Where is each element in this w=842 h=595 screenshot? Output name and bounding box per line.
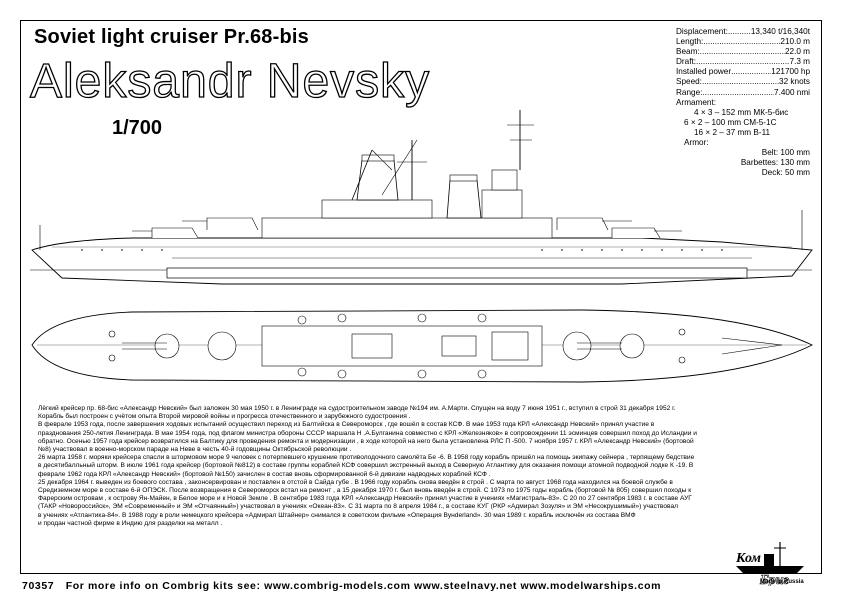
combrig-logo: Ком Бриг bbox=[735, 542, 804, 586]
spec-displacement: Displacement:13,340 t/16,340t bbox=[676, 27, 810, 37]
history-paragraph: 25 декабря 1964 г. выведен из боевого со… bbox=[38, 478, 673, 486]
spec-barbettes: Barbettes: 130 mm bbox=[740, 158, 810, 168]
ship-logo-icon bbox=[736, 542, 804, 574]
ship-drawings bbox=[30, 110, 814, 383]
history-paragraph: Средиземном море в составе 6-й ОПЭСК. По… bbox=[38, 487, 692, 495]
scale-label: 1/700 bbox=[112, 117, 163, 139]
history-paragraph: В феврале 1953 года, после завершения хо… bbox=[38, 421, 655, 429]
kit-code: 70357 bbox=[22, 580, 55, 592]
history-paragraph: феврале 1962 года КРЛ «Александр Невский… bbox=[38, 470, 491, 478]
made-in-label: Made in Russia bbox=[760, 579, 804, 585]
subtitle: Soviet light cruiser Pr.68-bis bbox=[34, 26, 309, 48]
deck-plan-drawing bbox=[31, 309, 814, 383]
history-text: Лёгкий крейсер пр. 68-бис «Александр Нев… bbox=[30, 405, 808, 528]
ship-name-title: Aleksandr Nevsky bbox=[29, 54, 431, 108]
footer-info: 70357 For more info on Combrig kits see:… bbox=[22, 580, 722, 592]
history-paragraph: Корабль был построен с учётом опыта Втор… bbox=[38, 413, 411, 421]
specs-table: Displacement:13,340 t/16,340t Length:210… bbox=[676, 27, 810, 178]
logo-text-bottom: Бриг bbox=[759, 573, 789, 586]
logo-text-top: Ком bbox=[735, 551, 761, 566]
spec-deck: Deck: 50 mm bbox=[761, 168, 810, 178]
history-paragraph: Лёгкий крейсер пр. 68-бис «Александр Нев… bbox=[38, 405, 676, 412]
spec-power: Installed power121700 hp bbox=[676, 67, 810, 77]
spec-length: Length:210.0 m bbox=[676, 37, 810, 47]
spec-armament-label: Armament: bbox=[676, 97, 717, 107]
spec-armament-1: 4 × 3 – 152 mm МК-5-бис bbox=[694, 107, 789, 117]
spec-armament-2: 6 × 2 – 100 mm СМ-5-1С bbox=[684, 117, 777, 127]
spec-beam: Beam:22.0 m bbox=[676, 47, 810, 57]
spec-armor-label: Armor: bbox=[684, 138, 709, 148]
spec-armament-3: 16 × 2 – 37 mm В-11 bbox=[694, 127, 771, 137]
history-paragraph: в учениях «Атлантика-84». В 1988 году в … bbox=[38, 511, 636, 519]
history-paragraph: в десятибалльный шторм. В июле 1961 года… bbox=[38, 462, 694, 470]
side-profile-drawing bbox=[30, 110, 813, 285]
footer-links-text: For more info on Combrig kits see: www.c… bbox=[65, 580, 662, 592]
history-paragraph: празднования 250-летия Ленинграда. В мае… bbox=[38, 429, 697, 437]
history-paragraph: и продан частной фирме в Индию для разде… bbox=[38, 519, 223, 527]
spec-range: Range:7.400 nmi bbox=[676, 88, 810, 98]
history-paragraph: обратно. Осенью 1957 года крейсер возвра… bbox=[38, 437, 694, 445]
drawing-frame bbox=[20, 20, 822, 574]
history-paragraph: №8) участвовал в военно-морском параде н… bbox=[38, 446, 352, 454]
spec-belt: Belt: 100 mm bbox=[761, 148, 810, 158]
spec-speed: Speed:32 knots bbox=[676, 77, 810, 87]
history-paragraph: 26 марта 1958 г. моряки крейсера спасли … bbox=[38, 454, 695, 462]
spec-draft: Draft:7.3 m bbox=[676, 57, 810, 67]
history-paragraph: (ТАКР «Новороссийск», ЭМ «Современный» и… bbox=[38, 503, 678, 511]
history-paragraph: Фарерским островам , к острову Ян-Майен,… bbox=[38, 495, 692, 503]
